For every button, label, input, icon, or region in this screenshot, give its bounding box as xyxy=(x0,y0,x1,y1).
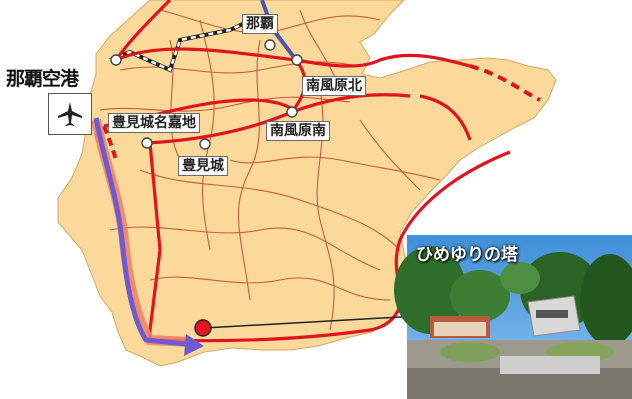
station-dot-tomigusuku xyxy=(199,138,211,150)
station-label-minamikazeharu-minami: 南風原南 xyxy=(266,121,330,141)
station-dots xyxy=(110,39,303,150)
destination-leader-line xyxy=(203,315,419,329)
destination-marker xyxy=(194,319,212,337)
airplane-icon xyxy=(58,102,82,126)
station-dot-tomigusuku-meika xyxy=(141,137,153,149)
station-dot-airport-north xyxy=(110,54,122,66)
red-dashed-road xyxy=(102,125,118,161)
station-label-minamikazeharu-kita: 南風原北 xyxy=(302,76,366,96)
station-label-naha: 那覇 xyxy=(242,14,278,34)
station-dot-minamikazeharu-minami xyxy=(286,106,298,118)
airport-icon-box xyxy=(48,93,92,135)
airport-name: 那覇空港 xyxy=(6,68,79,90)
station-label-tomigusuku: 豊見城 xyxy=(178,156,228,176)
route-arrow xyxy=(91,117,191,347)
station-dot-naha xyxy=(264,39,276,51)
minor-roads xyxy=(99,9,441,331)
station-label-tomigusuku-meika: 豊見城名嘉地 xyxy=(108,113,200,133)
station-dot-minamikazeharu-kita xyxy=(291,54,303,66)
railway xyxy=(109,16,256,73)
route-arrowhead xyxy=(184,334,204,356)
destination-name: ひめゆりの塔 xyxy=(416,245,518,265)
destination-photo xyxy=(394,235,632,399)
